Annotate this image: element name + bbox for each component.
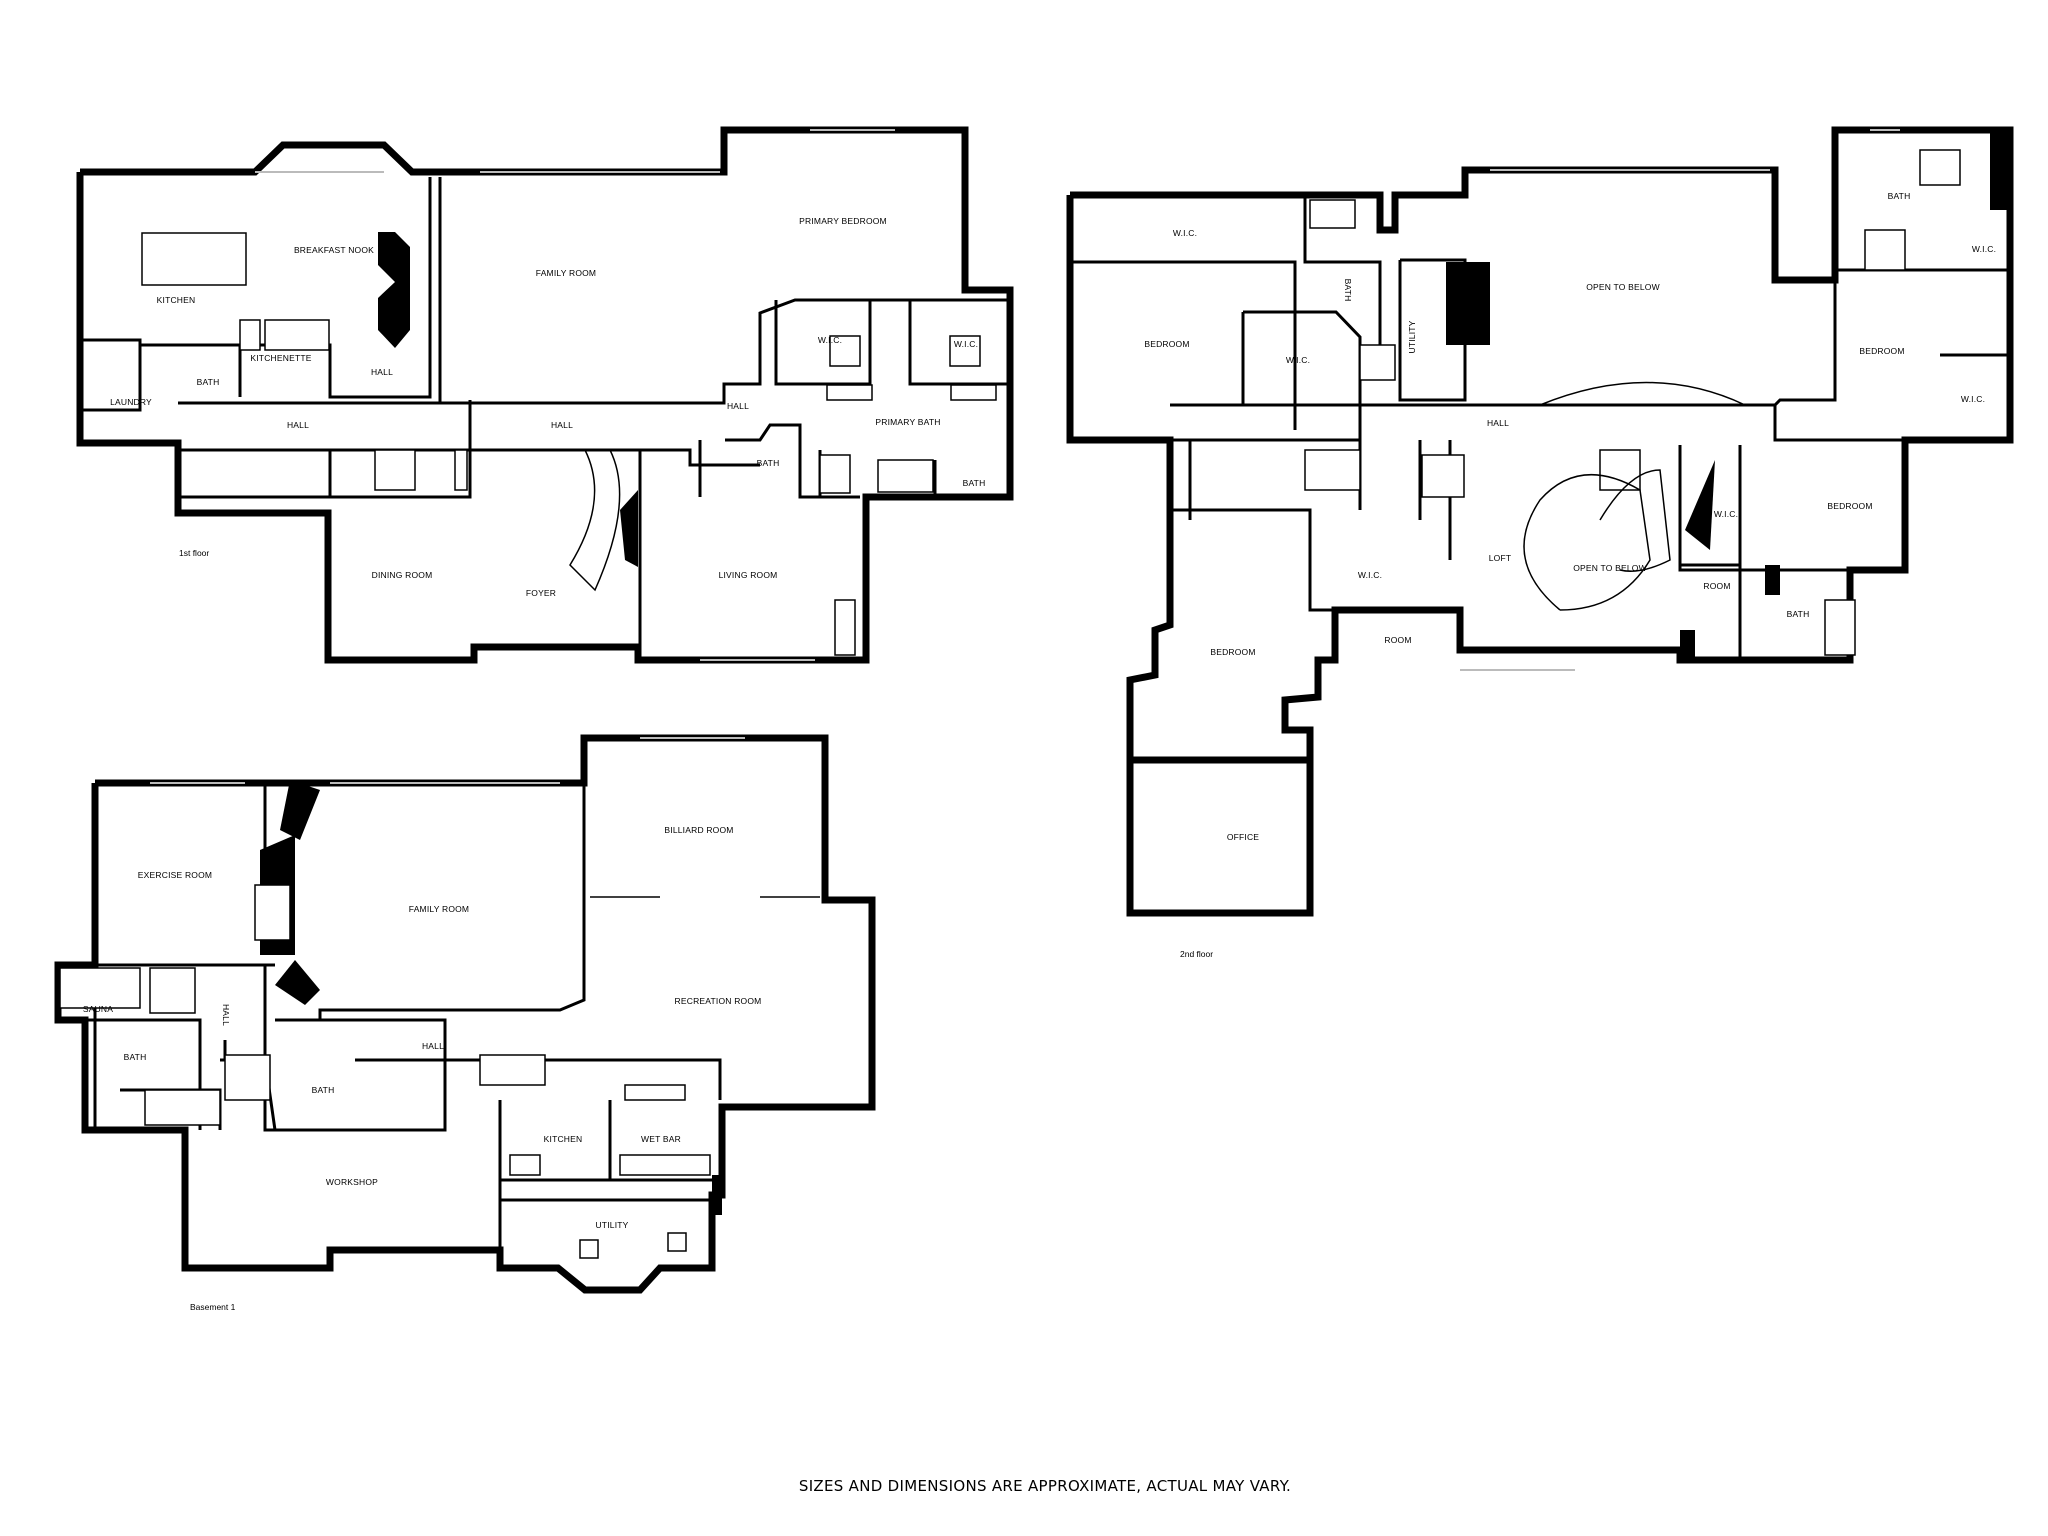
basement-sauna-label: SAUNA <box>83 1004 113 1014</box>
first-floor-plan: KITCHEN BREAKFAST NOOK FAMILY ROOM PRIMA… <box>76 126 1485 664</box>
basement-bath-a-label: BATH <box>124 1052 147 1062</box>
basement-utility-label: UTILITY <box>595 1220 628 1230</box>
first-wic-a-label: W.I.C. <box>818 335 842 345</box>
basement-workshop-label: WORKSHOP <box>326 1177 378 1187</box>
second-wic-e-label: W.I.C. <box>1358 570 1382 580</box>
second-wic-c-label: W.I.C. <box>1972 244 1996 254</box>
first-primary-bedroom-label: PRIMARY BEDROOM <box>799 216 887 226</box>
basement-caption: Basement 1 <box>190 1302 236 1312</box>
second-bedroom-a-label: BEDROOM <box>1144 339 1189 349</box>
second-office-label: OFFICE <box>1227 832 1259 842</box>
second-wic-d-label: W.I.C. <box>1961 394 1985 404</box>
second-floor-plan: W.I.C. BEDROOM W.I.C. BATH UTILITY OPEN … <box>1066 126 2014 959</box>
first-floor-caption: 1st floor <box>179 548 209 558</box>
basement-recreation-room-label: RECREATION ROOM <box>675 996 762 1006</box>
second-room-b-label: ROOM <box>1384 635 1411 645</box>
second-bedroom-d-label: BEDROOM <box>1210 647 1255 657</box>
second-bath-a-label: BATH <box>1343 279 1353 302</box>
basement-family-room-label: FAMILY ROOM <box>409 904 469 914</box>
second-bath-b-label: BATH <box>1888 191 1911 201</box>
second-bath-c-label: BATH <box>1787 609 1810 619</box>
second-wic-f-label: W.I.C. <box>1714 509 1738 519</box>
second-hall-label: HALL <box>1487 418 1509 428</box>
first-living-room-label: LIVING ROOM <box>719 570 778 580</box>
second-loft-label: LOFT <box>1489 553 1512 563</box>
first-family-room-label: FAMILY ROOM <box>536 268 596 278</box>
first-hall-d-label: HALL <box>727 401 749 411</box>
first-kitchenette-label: KITCHENETTE <box>250 353 311 363</box>
disclaimer-text: SIZES AND DIMENSIONS ARE APPROXIMATE, AC… <box>799 1477 1291 1495</box>
first-hall-a-label: HALL <box>371 367 393 377</box>
second-floor-caption: 2nd floor <box>1180 949 1213 959</box>
second-wic-a-label: W.I.C. <box>1173 228 1197 238</box>
second-wic-b-label: W.I.C. <box>1286 355 1310 365</box>
first-wic-b-label: W.I.C. <box>954 339 978 349</box>
first-hall-c-label: HALL <box>551 420 573 430</box>
second-room-a-label: ROOM <box>1703 581 1730 591</box>
basement-billiard-room-label: BILLIARD ROOM <box>664 825 733 835</box>
first-floor-outer-wall <box>76 126 1014 664</box>
first-bath-c-label: BATH <box>963 478 986 488</box>
basement-plan: EXERCISE ROOM FAMILY ROOM BILLIARD ROOM … <box>54 734 876 1312</box>
first-kitchen-label: KITCHEN <box>157 295 196 305</box>
basement-hall-b-label: HALL <box>422 1041 444 1051</box>
first-dining-room-label: DINING ROOM <box>372 570 433 580</box>
second-open-to-below-a-label: OPEN TO BELOW <box>1586 282 1660 292</box>
first-bath-a-label: BATH <box>197 377 220 387</box>
basement-wet-bar-label: WET BAR <box>641 1134 681 1144</box>
basement-hall-a-label: HALL <box>221 1004 231 1026</box>
first-bath-b-label: BATH <box>757 458 780 468</box>
first-laundry-label: LAUNDRY <box>110 397 152 407</box>
first-foyer-label: FOYER <box>526 588 556 598</box>
basement-exercise-room-label: EXERCISE ROOM <box>138 870 212 880</box>
first-breakfast-nook-label: BREAKFAST NOOK <box>294 245 374 255</box>
first-primary-bath-label: PRIMARY BATH <box>875 417 940 427</box>
second-bedroom-c-label: BEDROOM <box>1827 501 1872 511</box>
second-utility-label: UTILITY <box>1407 320 1417 353</box>
basement-kitchen-label: KITCHEN <box>544 1134 583 1144</box>
first-hall-b-label: HALL <box>287 420 309 430</box>
basement-bath-b-label: BATH <box>312 1085 335 1095</box>
basement-outer-wall <box>54 734 876 1294</box>
second-bedroom-b-label: BEDROOM <box>1859 346 1904 356</box>
second-open-to-below-b-label: OPEN TO BELOW <box>1573 563 1647 573</box>
